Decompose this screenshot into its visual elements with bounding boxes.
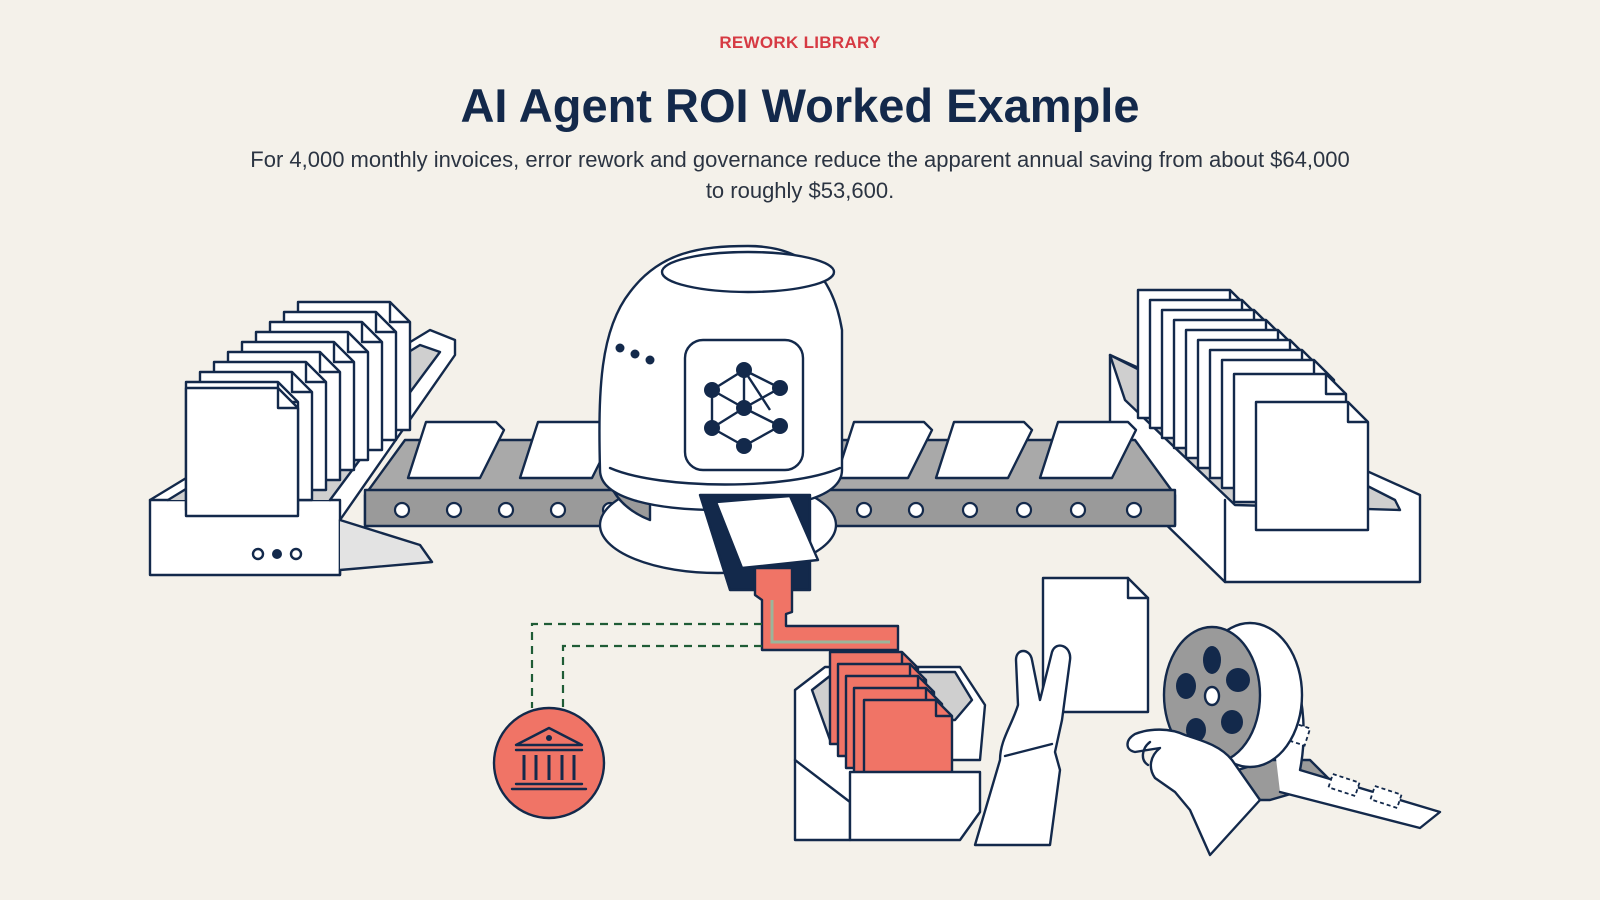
page-title: AI Agent ROI Worked Example xyxy=(460,79,1140,132)
tray-indicator-lights xyxy=(251,547,303,561)
kicker-label: REWORK LIBRARY xyxy=(719,33,881,52)
document-icon xyxy=(184,386,300,518)
rework-bin-front xyxy=(793,758,982,842)
hand-icon xyxy=(1126,728,1262,857)
neural-network-icon xyxy=(683,338,805,472)
hand-icon xyxy=(973,644,1072,847)
governance-connector xyxy=(530,622,762,708)
page-subtitle: For 4,000 monthly invoices, error rework… xyxy=(250,147,1350,203)
bank-icon xyxy=(492,706,606,820)
agent-output-slot xyxy=(698,493,820,592)
film-reel-icon xyxy=(1162,621,1442,830)
error-flow-channel xyxy=(753,566,900,652)
document-icon xyxy=(1254,400,1370,532)
reviewer-hand xyxy=(973,576,1150,847)
